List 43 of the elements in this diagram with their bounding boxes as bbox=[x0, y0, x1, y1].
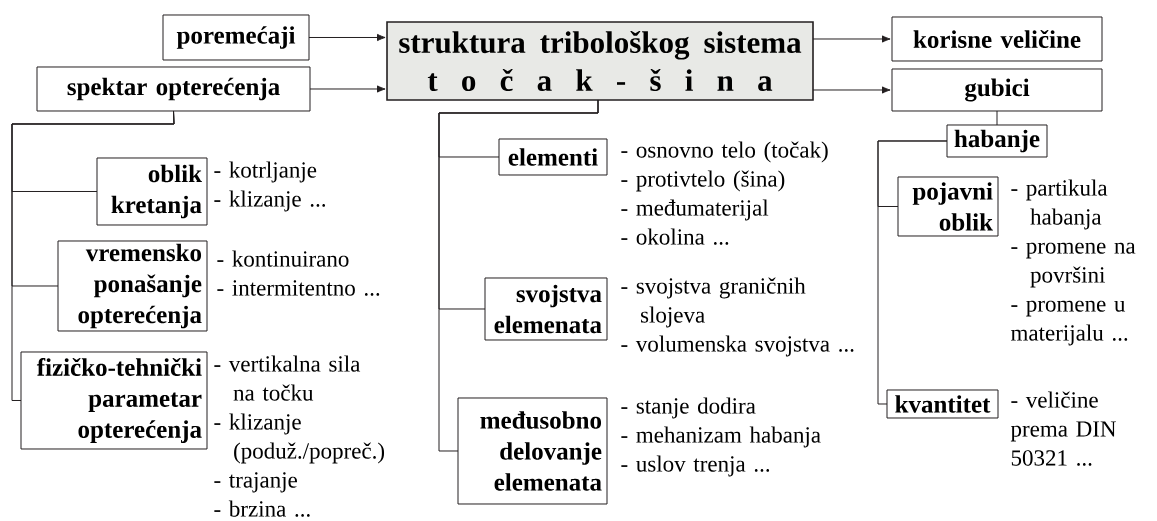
arrow bbox=[812, 35, 891, 43]
title-box: struktura tribološkog sistema t o č a k - š i n a bbox=[386, 21, 814, 101]
list-item: - klizanje (poduž./popreč.) bbox=[214, 413, 385, 464]
list-item: - promene u materijalu ... bbox=[1011, 300, 1128, 346]
list-item: - klizanje ... bbox=[214, 190, 326, 212]
list-item: - volumenska svojstva ... bbox=[621, 335, 854, 357]
list-item: - trajanje bbox=[214, 472, 297, 493]
connector-line bbox=[996, 110, 998, 126]
arrow bbox=[812, 86, 891, 94]
list-item: - intermitentno ... bbox=[217, 280, 380, 296]
list-item: - veličine prema DIN 50321 ... bbox=[1010, 391, 1116, 466]
list-item: - promene na površini bbox=[1011, 242, 1136, 288]
list-item: - stanje dodira bbox=[621, 397, 756, 419]
process-box: gubici bbox=[891, 68, 1103, 112]
list-item: - mehanizam habanja bbox=[621, 426, 821, 448]
arrow bbox=[309, 85, 386, 93]
process-box: svojstva elemenata bbox=[484, 277, 608, 341]
connector-line bbox=[877, 140, 948, 405]
process-box: oblik kretanja bbox=[96, 157, 208, 226]
list-item: - kontinuirano bbox=[217, 250, 349, 267]
process-box: poremećaji bbox=[162, 14, 310, 61]
process-box: pojavni oblik bbox=[897, 176, 999, 237]
list-item: - okolina ... bbox=[621, 228, 729, 245]
list-item: - svojstva graničnih slojeva bbox=[621, 277, 806, 328]
process-box: elementi bbox=[498, 138, 608, 176]
process-box: kvantitet bbox=[886, 389, 999, 419]
process-box: korisne veličine bbox=[891, 16, 1103, 62]
process-box: međusobno delovanje elemenata bbox=[457, 397, 608, 505]
list-item: - protivtelo (šina) bbox=[621, 170, 785, 192]
list-item: - uslov trenja ... bbox=[621, 455, 770, 477]
list-item: - osnovno telo (točak) bbox=[621, 141, 828, 163]
arrow bbox=[308, 33, 386, 42]
list-item: - međumaterijal bbox=[621, 199, 769, 221]
list-item: - partikula habanja bbox=[1011, 179, 1108, 230]
process-box: habanje bbox=[946, 124, 1048, 158]
list-item: - vertikalna sila na točku bbox=[214, 355, 361, 401]
process-box: vremensko ponašanje opterećenja bbox=[57, 240, 208, 332]
connector-line bbox=[438, 99, 599, 452]
list-item: - brzina ... bbox=[214, 500, 310, 517]
connector-line bbox=[11, 110, 175, 401]
list-item: - kotrljanje bbox=[214, 161, 317, 183]
process-box: fizičko-tehnički parametar opterećenja bbox=[20, 351, 208, 450]
process-box: spektar opterećenja bbox=[36, 66, 311, 112]
